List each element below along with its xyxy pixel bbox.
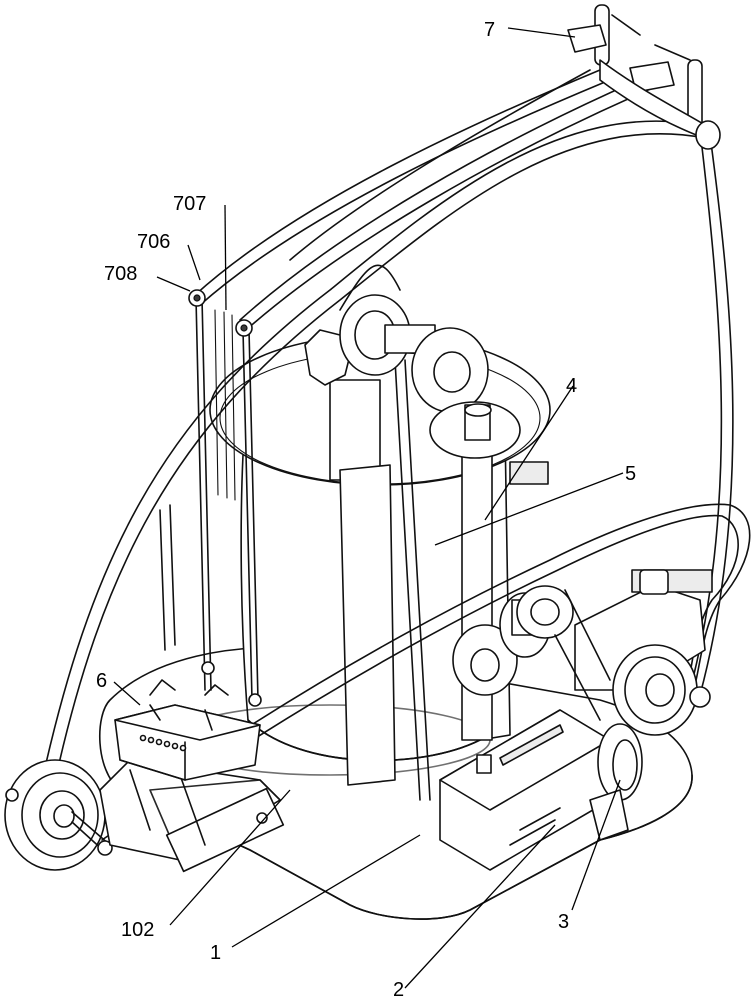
label-7: 7 bbox=[484, 19, 495, 41]
label-708: 708 bbox=[104, 263, 137, 285]
pulley-rods bbox=[159, 289, 259, 701]
label-4: 4 bbox=[566, 375, 577, 397]
label-3: 3 bbox=[558, 911, 569, 933]
tray-platform bbox=[99, 759, 285, 873]
indicator-holes bbox=[139, 734, 187, 752]
outer-frame bbox=[39, 69, 734, 796]
top-bracket bbox=[567, 4, 721, 150]
control-box bbox=[114, 661, 262, 781]
label-102: 102 bbox=[121, 919, 154, 941]
label-706: 706 bbox=[137, 231, 170, 253]
left-wheel bbox=[4, 759, 113, 871]
label-6: 6 bbox=[96, 670, 107, 692]
label-5: 5 bbox=[625, 463, 636, 485]
leader-lines bbox=[113, 27, 624, 989]
belt bbox=[94, 503, 751, 841]
reference-labels: 7 707 706 708 4 5 6 102 1 2 3 bbox=[96, 19, 636, 1000]
label-2: 2 bbox=[393, 979, 404, 1000]
motor bbox=[439, 709, 643, 871]
label-707: 707 bbox=[173, 193, 206, 215]
label-1: 1 bbox=[210, 942, 221, 964]
right-wheel-assembly bbox=[509, 461, 713, 736]
